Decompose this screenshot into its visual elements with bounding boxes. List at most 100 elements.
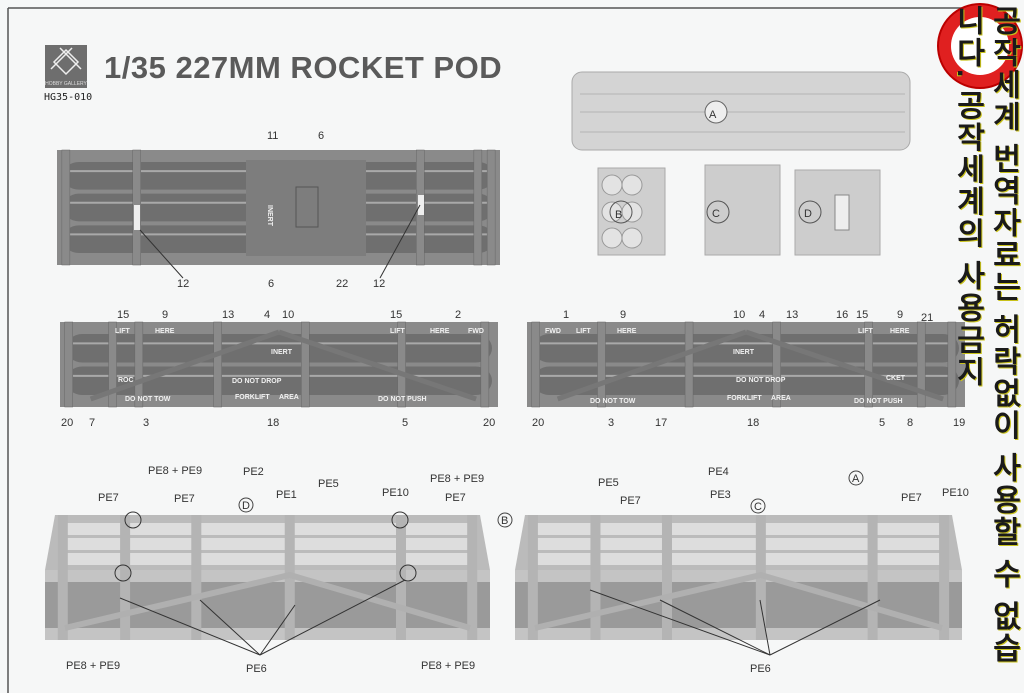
frame-rail-top (57, 150, 500, 160)
frame-post (486, 149, 496, 266)
frame-post (939, 515, 950, 640)
marking: INERT (733, 349, 755, 356)
tube-top (530, 523, 947, 535)
marking: INERT (271, 349, 293, 356)
frame-post (108, 321, 117, 408)
leader-line (199, 599, 261, 656)
marking: FORKLIFT (727, 395, 762, 402)
part-a-tubes (571, 71, 911, 151)
callout: PE7 (901, 492, 922, 504)
side-right-bottom-callouts: 20 3 17 18 5 8 19 (532, 417, 965, 429)
frame-post (916, 321, 926, 408)
callout-c: C (754, 501, 762, 513)
callout-b: B (501, 515, 508, 527)
frame-post (134, 321, 144, 408)
detail-circle (391, 511, 409, 529)
side-right-top-callouts: 1 9 10 4 13 16 15 9 21 (563, 309, 933, 324)
frame-rail-bottom (57, 255, 500, 265)
callout: PE7 (620, 495, 641, 507)
tube-top (530, 538, 947, 550)
tube-top (60, 523, 475, 535)
logo-text: HOBBY GALLERY (45, 81, 87, 87)
part-a-label: A (709, 109, 717, 121)
side-left-markings: LIFT HERE LIFT HERE FWD INERT ROC DO NOT… (115, 328, 484, 403)
frame-post (61, 149, 71, 266)
rocket-tube (66, 334, 492, 363)
callout: 20 (61, 417, 73, 429)
assembly-right-pod (515, 515, 962, 656)
rail (45, 628, 490, 640)
leader-line (119, 597, 261, 656)
frame-post (947, 321, 957, 408)
hobby-gallery-logo: HOBBY GALLERY (45, 45, 87, 88)
callout: PE8 + PE9 (430, 473, 484, 485)
leader-line (759, 599, 771, 656)
tube-end (601, 174, 623, 196)
marking: HERE (430, 328, 450, 335)
part-b-label: B (615, 209, 622, 221)
marking: DO NOT PUSH (378, 396, 427, 403)
callout: 18 (267, 417, 279, 429)
marking: HERE (155, 328, 175, 335)
frame-post (597, 321, 606, 408)
frame-post (590, 515, 601, 640)
frame-post (213, 321, 222, 408)
part-d-label: D (804, 208, 812, 220)
callout: PE8 + PE9 (66, 660, 120, 672)
marking: CKET (886, 375, 906, 382)
frame-rail-top (527, 322, 965, 332)
callout: PE4 (708, 466, 729, 478)
callout-6: 6 (268, 278, 274, 290)
frame-post (301, 321, 310, 408)
leader-line (259, 579, 406, 656)
watermark-seal (937, 3, 1023, 89)
marking: DO NOT DROP (736, 377, 786, 384)
callout: 15 (390, 309, 402, 321)
tube-end (621, 227, 643, 249)
callout: 9 (897, 309, 903, 321)
marking: FORKLIFT (235, 394, 270, 401)
handle-recess (295, 186, 319, 228)
frame-post (120, 515, 131, 640)
callout: 10 (282, 309, 294, 321)
callout: 5 (879, 417, 885, 429)
callout: 9 (162, 309, 168, 321)
frame-post (191, 515, 202, 640)
diagonal-brace (534, 571, 943, 631)
frame-post (473, 149, 483, 266)
part-c-label: C (712, 208, 720, 220)
callout: PE5 (318, 478, 339, 490)
marking: AREA (279, 394, 299, 401)
callout: 13 (222, 309, 234, 321)
frame-post (527, 515, 538, 640)
frame-rail-bottom (527, 397, 965, 407)
leader-line (139, 229, 184, 279)
callout: 17 (655, 417, 667, 429)
marking: DO NOT PUSH (854, 398, 903, 405)
marking: DO NOT TOW (590, 398, 636, 405)
marking: HERE (890, 328, 910, 335)
frame-post (467, 515, 478, 640)
callout: 20 (483, 417, 495, 429)
marking: FWD (468, 328, 484, 335)
callout: PE6 (246, 663, 267, 675)
leader-line (589, 589, 771, 656)
frame-rail-top (60, 322, 498, 332)
callout: 7 (89, 417, 95, 429)
tube-end (601, 227, 623, 249)
marking: DO NOT TOW (125, 396, 171, 403)
frame-post (661, 515, 672, 640)
frame-post (397, 321, 406, 408)
marking: LIFT (576, 328, 591, 335)
callout: 20 (532, 417, 544, 429)
callout: 16 (836, 309, 848, 321)
frame-post (64, 321, 74, 408)
top-view-pod (57, 149, 500, 279)
callout: PE8 + PE9 (148, 465, 202, 477)
frame-post (867, 515, 878, 640)
side-right-markings: FWD LIFT HERE LIFT HERE INERT DO NOT DRO… (545, 328, 910, 405)
frame-rail-bottom (60, 397, 498, 407)
callout-d: D (242, 500, 250, 512)
